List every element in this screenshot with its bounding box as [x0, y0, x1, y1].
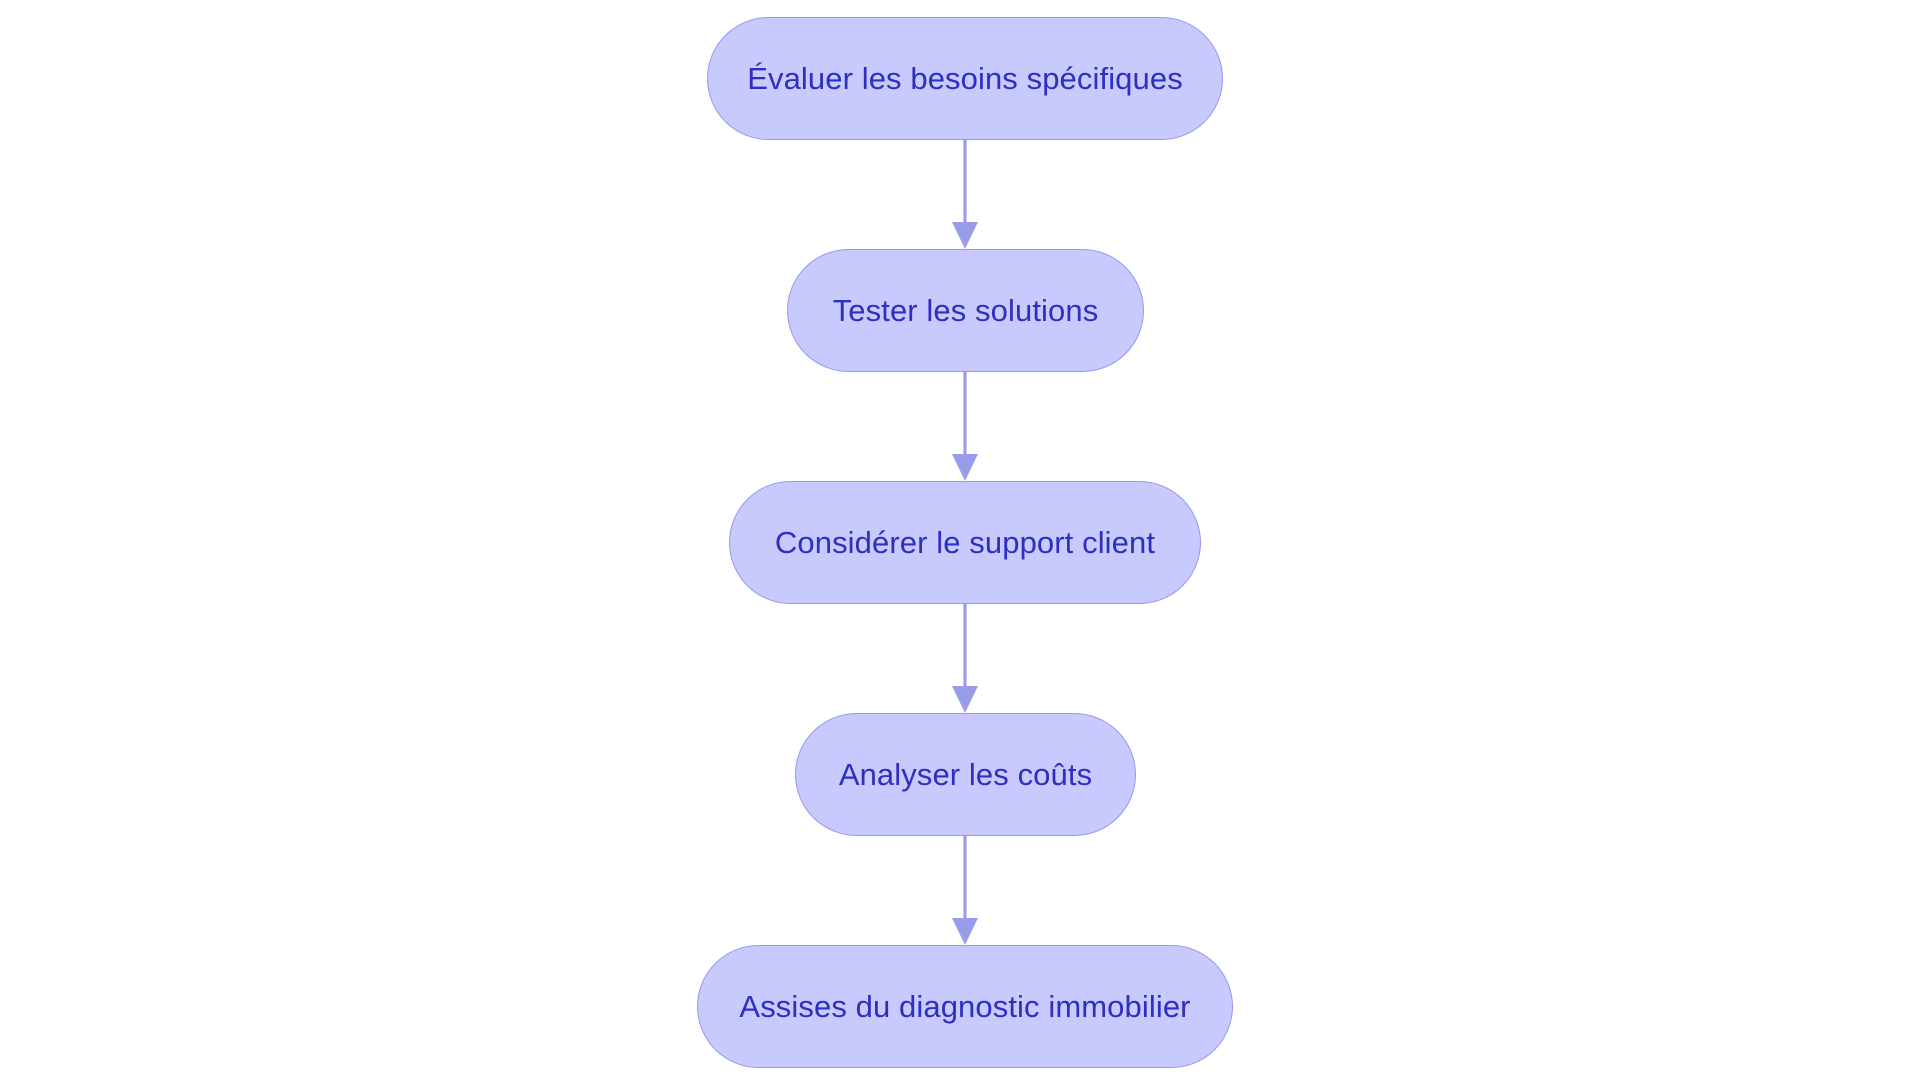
node-considerer-support: Considérer le support client	[729, 481, 1201, 604]
node-evaluer-besoins: Évaluer les besoins spécifiques	[707, 17, 1223, 140]
arrow-evaluer-to-tester	[952, 140, 978, 249]
node-analyser-couts-label: Analyser les coûts	[838, 756, 1093, 792]
node-assises-diagnostic: Assises du diagnostic immobilier	[697, 945, 1233, 1068]
node-evaluer-besoins-label: Évaluer les besoins spécifiques	[747, 60, 1183, 96]
arrow-considerer-to-analyser	[952, 604, 978, 713]
node-assises-diagnostic-label: Assises du diagnostic immobilier	[739, 988, 1191, 1024]
arrow-tester-to-considerer	[952, 372, 978, 481]
node-considerer-support-label: Considérer le support client	[774, 524, 1156, 560]
node-tester-solutions-label: Tester les solutions	[832, 292, 1099, 328]
node-tester-solutions: Tester les solutions	[787, 249, 1144, 372]
node-analyser-couts: Analyser les coûts	[795, 713, 1136, 836]
arrow-analyser-to-assises	[952, 836, 978, 945]
